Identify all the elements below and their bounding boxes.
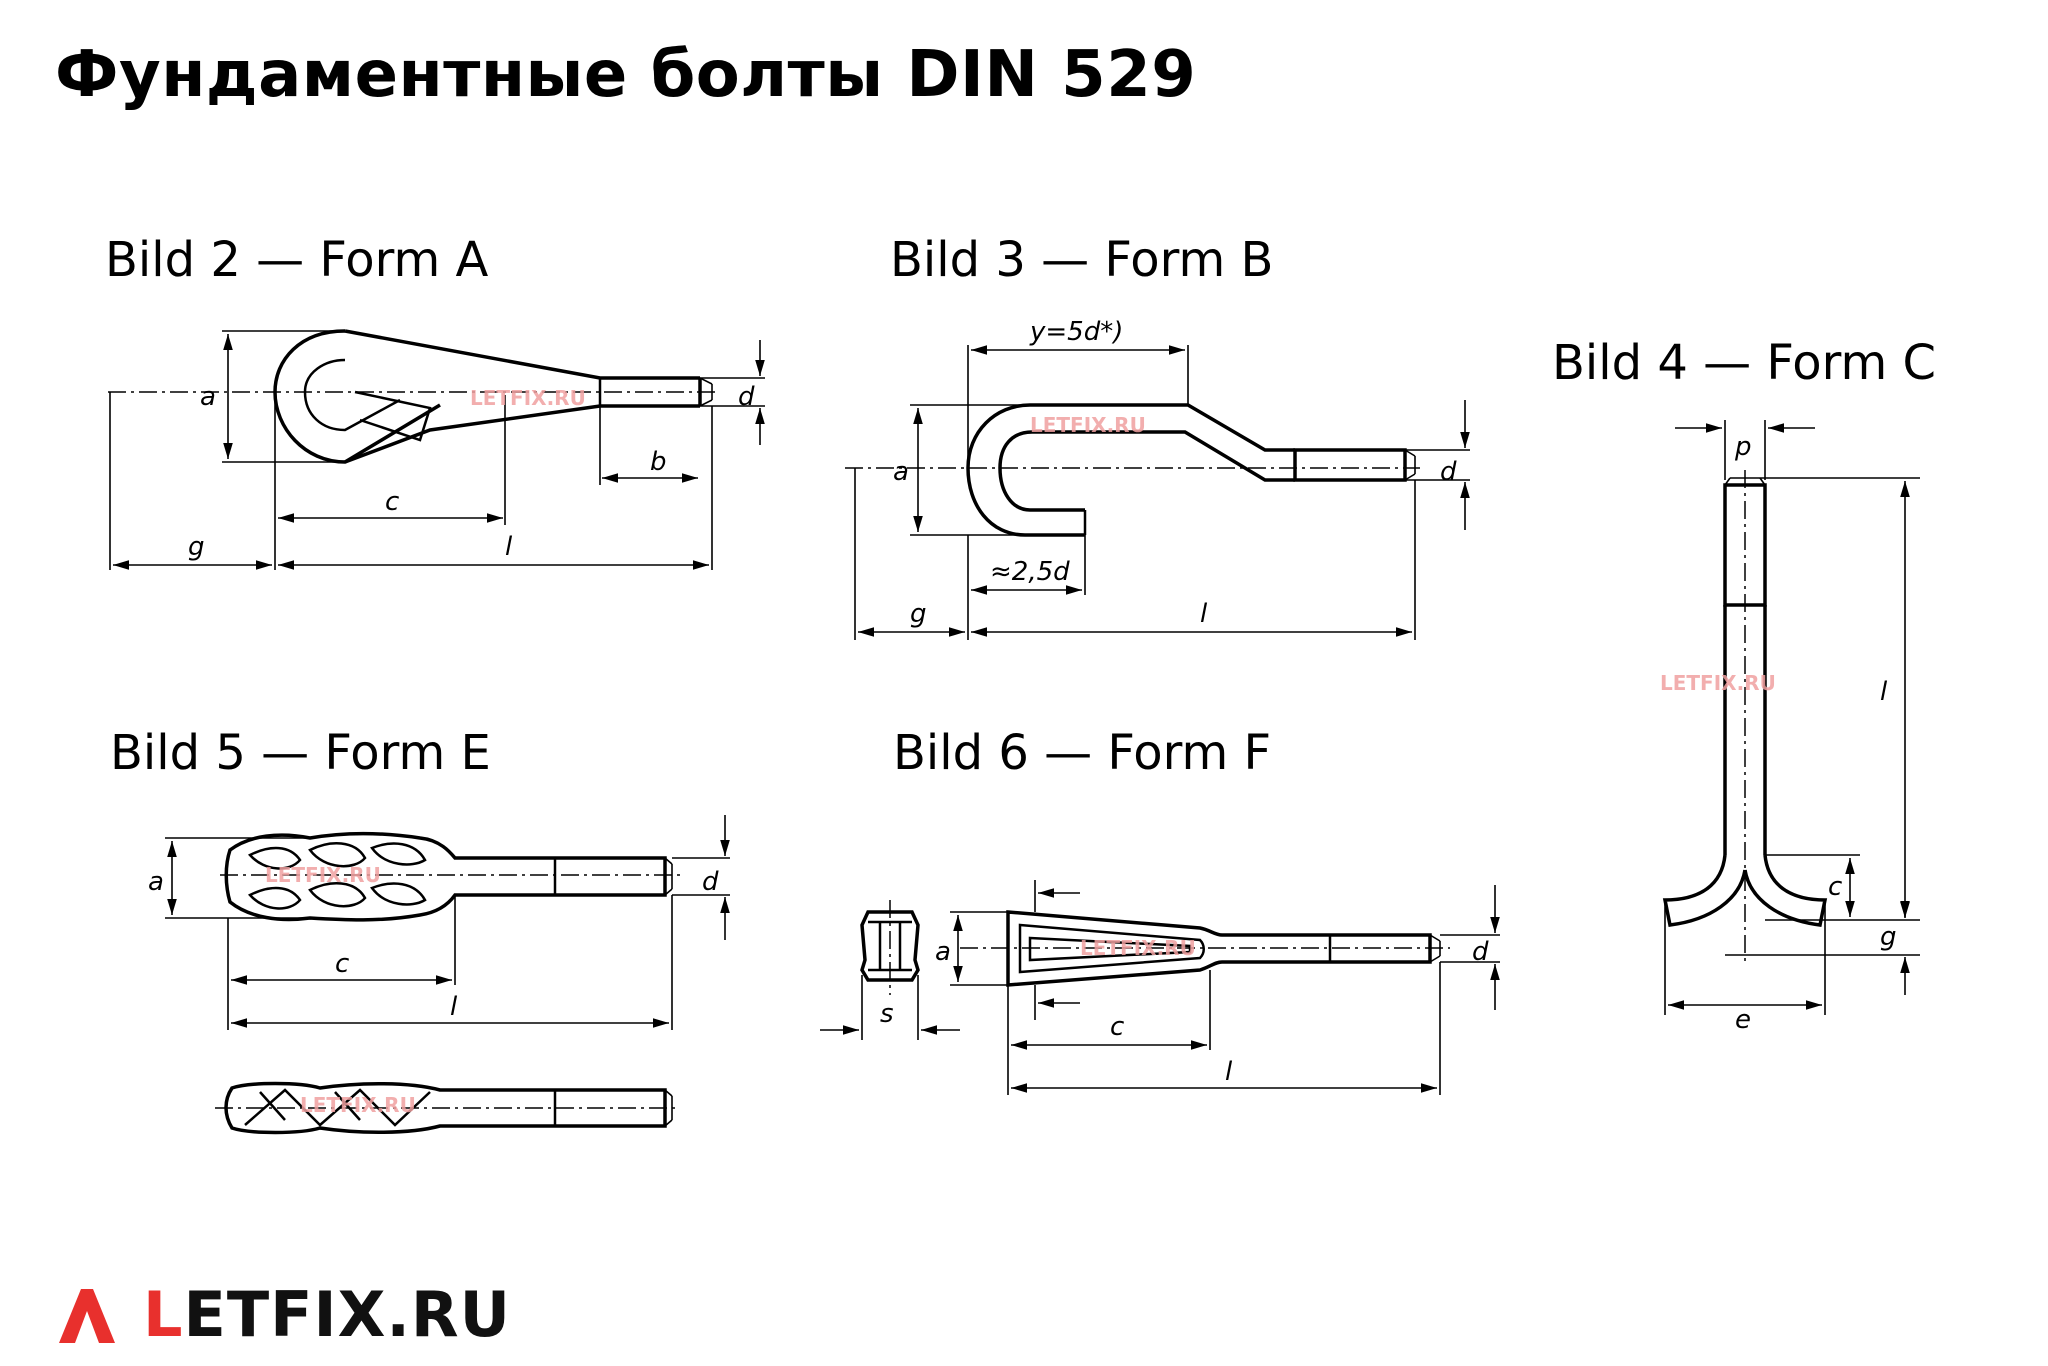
form-e-drawing: a d c l LETFIX.RU LETFIX.RU: [148, 815, 730, 1135]
dim-label-c-form-f: c: [1110, 1012, 1124, 1042]
dim-label-d-form-f: d: [1472, 937, 1489, 967]
figure-label-form-e: Bild 5 — Form E: [110, 725, 491, 781]
watermark-form-e-lower: LETFIX.RU: [300, 1093, 416, 1117]
dim-label-l-form-f: l: [1225, 1057, 1233, 1087]
dim-label-c-form-e: c: [335, 949, 349, 979]
figure-label-form-f: Bild 6 — Form F: [893, 725, 1272, 781]
dim-label-bend-form-b: ≈2,5d: [990, 557, 1070, 587]
logo-rest-letters: ETFIX.RU: [183, 1278, 512, 1351]
dim-label-c-form-c: c: [1828, 872, 1842, 902]
logo-mark-icon: [59, 1288, 115, 1343]
dim-label-d-form-a: d: [738, 382, 755, 412]
form-b-drawing: y=5d*) a d ≈2,5d g l LETFIX.RU: [845, 317, 1470, 640]
watermark-form-a: LETFIX.RU: [470, 386, 586, 410]
watermark-form-e: LETFIX.RU: [265, 863, 381, 887]
dim-label-g-form-a: g: [188, 532, 205, 562]
logo-wordmark: LETFIX.RU: [143, 1278, 511, 1351]
dim-label-d-form-e: d: [702, 867, 719, 897]
watermark-form-b: LETFIX.RU: [1030, 413, 1146, 437]
dim-label-g-form-b: g: [910, 599, 927, 629]
dim-label-c-form-a: c: [385, 487, 399, 517]
brand-logo[interactable]: LETFIX.RU: [55, 1278, 511, 1351]
form-a-drawing: a d b c g l LETFIX.RU: [108, 329, 765, 570]
dim-label-p-form-c: p: [1734, 432, 1752, 462]
dim-label-e-form-c: e: [1735, 1005, 1751, 1035]
dim-label-a-form-a: a: [200, 382, 216, 412]
form-f-drawing: s a d c l LETFIX.RU: [820, 880, 1500, 1095]
dim-label-l-form-b: l: [1200, 599, 1208, 629]
page-title: Фундаментные болты DIN 529: [55, 38, 1197, 112]
dim-label-l-form-a: l: [505, 532, 513, 562]
dim-label-a-form-b: a: [893, 457, 909, 487]
dim-label-g-form-c: g: [1880, 922, 1897, 952]
dim-label-b-form-a: b: [650, 447, 667, 477]
dim-label-a-form-e: a: [148, 867, 164, 897]
form-c-drawing: p l c g e LETFIX.RU: [1660, 420, 1920, 1035]
figure-label-form-a: Bild 2 — Form A: [105, 232, 489, 288]
dim-label-s-form-f: s: [880, 999, 894, 1029]
dim-label-y-form-b: y=5d*): [1029, 317, 1123, 347]
dim-label-l-form-e: l: [450, 992, 458, 1022]
figure-label-form-c: Bild 4 — Form C: [1552, 335, 1937, 391]
dim-label-d-form-b: d: [1440, 457, 1457, 487]
watermark-form-f: LETFIX.RU: [1080, 936, 1196, 960]
logo-first-letter: L: [143, 1278, 184, 1351]
figure-label-form-b: Bild 3 — Form B: [890, 232, 1274, 288]
dim-label-l-form-c: l: [1880, 677, 1888, 707]
watermark-form-c: LETFIX.RU: [1660, 671, 1776, 695]
dim-label-a-form-f: a: [935, 937, 951, 967]
